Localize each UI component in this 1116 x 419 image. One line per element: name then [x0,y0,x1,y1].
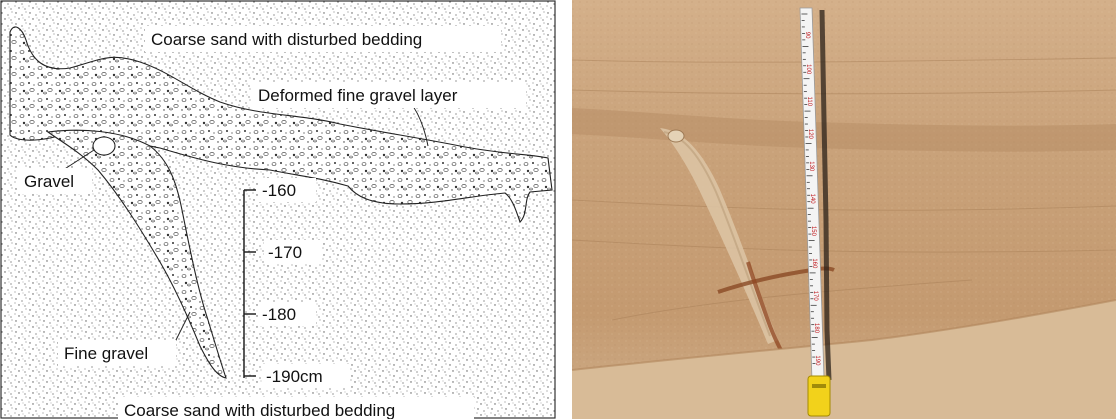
label-top-coarse-sand: Coarse sand with disturbed bedding [151,30,422,49]
tape-number: 150 [810,226,816,237]
tape-number: 170 [812,291,818,302]
sketch-canvas: Coarse sand with disturbed bedding Defor… [0,0,556,419]
geologic-sketch-panel: Coarse sand with disturbed bedding Defor… [0,0,556,419]
label-gravel: Gravel [24,172,74,191]
tape-measure-case [808,376,830,416]
pebble [668,130,684,142]
label-deformed-gravel-layer: Deformed fine gravel layer [258,86,458,105]
depth-tick-label: -160 [262,181,296,200]
label-bottom-coarse-sand: Coarse sand with disturbed bedding [124,401,395,419]
label-fine-gravel: Fine gravel [64,344,148,363]
tape-number: 190 [814,355,820,366]
tape-number: 110 [806,97,812,107]
gravel-clast [93,137,115,155]
tape-number: 130 [808,161,814,172]
tape-number: 90 [804,32,810,39]
tape-number: 120 [807,129,813,140]
depth-tick-label: -170 [268,243,302,262]
outcrop-photo: 90 100 110 120 130 140 150 160 170 180 190 [572,0,1116,419]
depth-tick-label: -180 [262,305,296,324]
outcrop-photo-panel: 90 100 110 120 130 140 150 160 170 180 190 [572,0,1116,419]
tape-number: 140 [809,194,815,205]
tape-number: 100 [805,64,811,75]
depth-tick-label: -190cm [266,367,323,386]
tape-number: 160 [811,258,817,269]
tape-number: 180 [813,323,819,334]
